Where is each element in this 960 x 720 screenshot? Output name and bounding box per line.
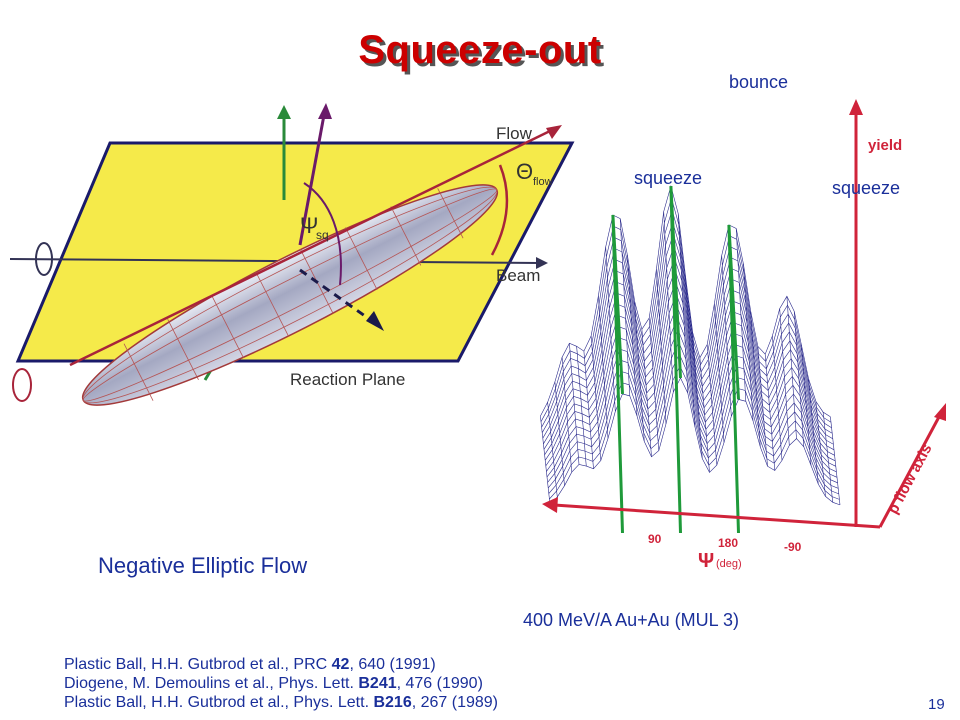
mesh-column <box>786 296 797 439</box>
reaction-plane-figure: Flow Θ flow Ψ sq Beam Reaction Plane <box>9 103 575 406</box>
mesh-column <box>699 357 710 473</box>
slide-title: Squeeze-out <box>358 28 602 72</box>
flow-axis <box>69 129 551 367</box>
psi-arc <box>303 182 342 286</box>
tick-90: 90 <box>648 532 662 546</box>
reference-3: Plastic Ball, H.H. Gutbrod et al., Phys.… <box>64 694 498 711</box>
beam-label: Beam <box>496 266 540 285</box>
squeeze-label-left: squeeze <box>634 168 703 188</box>
mesh-column <box>714 303 725 443</box>
page-number: 19 <box>928 696 945 713</box>
squeeze-ellipsoid <box>81 184 499 406</box>
mesh-column <box>677 213 689 394</box>
references: Plastic Ball, H.H. Gutbrod et al., PRC 4… <box>64 655 498 712</box>
psi-subscript: sq <box>316 228 329 242</box>
rotation-icon-left <box>35 242 53 276</box>
theta-subscript: flow <box>533 176 553 188</box>
mesh-column <box>576 346 587 467</box>
psi-label: Ψ <box>300 213 318 238</box>
reaction-caption: 400 MeV/A Au+Au (MUL 3) <box>523 610 739 630</box>
mesh-row <box>540 184 831 418</box>
p-flow-label: p flow axis <box>885 441 936 517</box>
mesh-column <box>648 318 660 451</box>
mesh-column <box>569 343 580 465</box>
flow-label: Flow <box>496 124 533 143</box>
yield-label: yield <box>868 137 902 154</box>
mesh-column <box>547 402 558 497</box>
psi-axis-symbol: Ψ <box>698 550 714 572</box>
theta-arc <box>490 164 509 256</box>
p-flow-axis <box>878 414 942 528</box>
mesh-column <box>561 357 573 473</box>
tick-180: 180 <box>718 536 738 550</box>
squeeze-label-right: squeeze <box>832 178 901 198</box>
surface-mesh <box>540 184 841 506</box>
mesh-column <box>735 228 747 402</box>
mesh-column <box>822 412 834 503</box>
bounce-label: bounce <box>729 72 789 92</box>
ridge-line <box>669 186 682 534</box>
mesh-column <box>540 416 551 505</box>
mesh-column <box>779 308 790 446</box>
mesh-column <box>656 269 667 424</box>
theta-label: Θ <box>516 159 533 184</box>
mesh-column <box>764 354 776 471</box>
reaction-plane-label: Reaction Plane <box>290 370 405 389</box>
psi-axis <box>553 503 881 529</box>
mesh-column <box>634 301 645 442</box>
mesh-column <box>619 218 631 396</box>
reference-2: Diogene, M. Demoulins et al., Phys. Lett… <box>64 675 483 692</box>
mesh-column <box>583 351 594 469</box>
ridge-lines <box>611 186 740 534</box>
mesh-column <box>627 254 638 416</box>
mesh-column <box>554 381 565 486</box>
psi-axis-unit: (deg) <box>716 558 742 570</box>
tick-minus90: -90 <box>784 540 802 554</box>
negative-flow-caption: Negative Elliptic Flow <box>98 553 308 578</box>
mesh-column <box>605 246 616 412</box>
beam-line <box>9 258 541 264</box>
dashed-arrow <box>299 268 373 323</box>
mesh-column <box>706 344 718 466</box>
rotation-icon-bottom <box>12 368 32 402</box>
mesh-column <box>757 346 768 467</box>
ridge-line <box>727 224 740 534</box>
yield-surface-figure: yield p flow axis 90 180 -90 Ψ (deg) <box>540 99 946 572</box>
mesh-column <box>772 335 783 461</box>
mesh-column <box>808 378 819 485</box>
squeeze-arrow <box>298 114 326 246</box>
mesh-column <box>685 275 696 428</box>
mesh-column <box>815 401 826 497</box>
mesh-column <box>793 311 805 447</box>
mesh-column <box>750 311 761 447</box>
mesh-column <box>663 211 674 393</box>
mesh-column <box>721 255 732 417</box>
reference-1: Plastic Ball, H.H. Gutbrod et al., PRC 4… <box>64 656 436 673</box>
mesh-column <box>743 263 754 421</box>
mesh-column <box>598 295 609 439</box>
mesh-column <box>641 329 652 457</box>
mesh-column <box>692 332 703 459</box>
mesh-column <box>801 344 812 466</box>
mesh-row <box>541 209 832 429</box>
ridge-line <box>611 214 624 534</box>
mesh-column <box>830 416 841 505</box>
mesh-column <box>590 335 602 461</box>
